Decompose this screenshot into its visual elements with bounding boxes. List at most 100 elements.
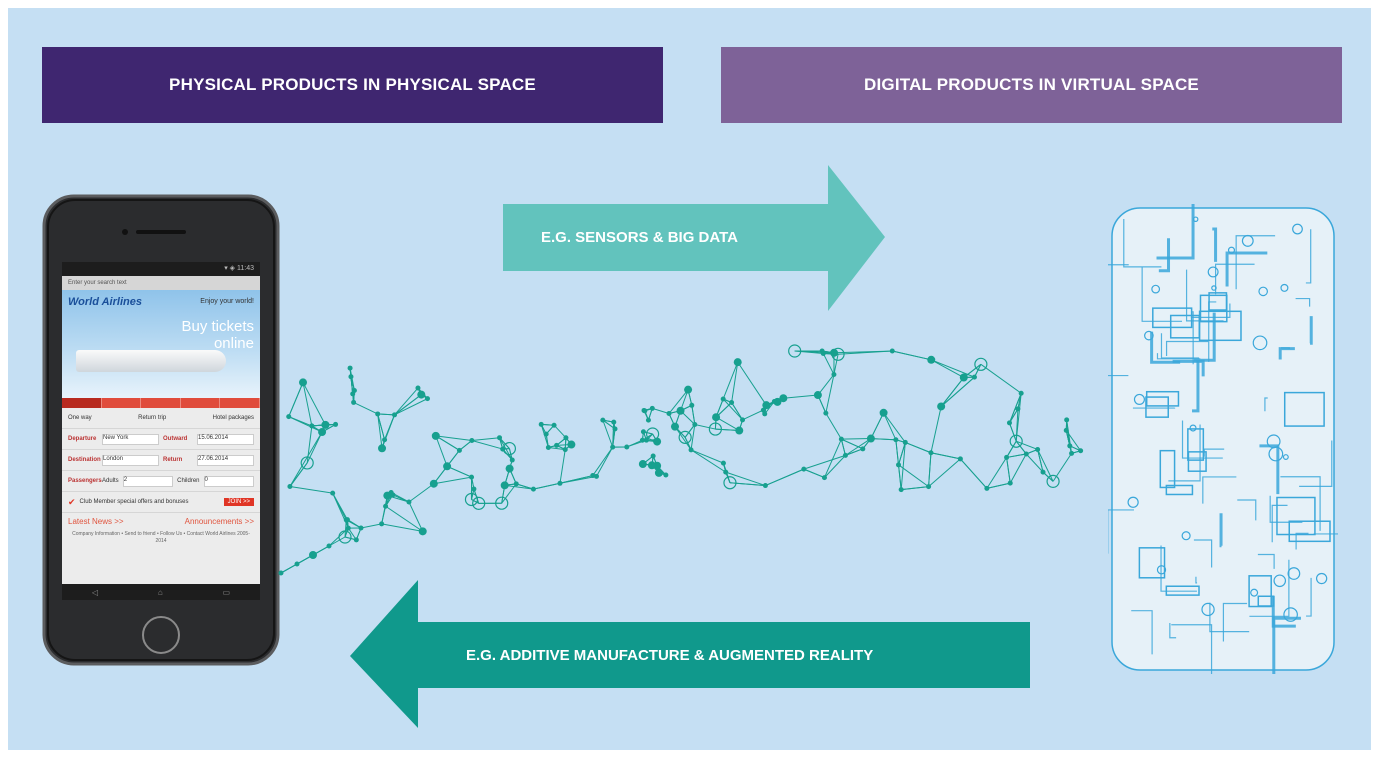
phone-screen: ▾ ◈ 11:43 Enter your search text World A…: [62, 262, 260, 600]
network-edge: [980, 363, 1022, 394]
network-edge: [289, 462, 308, 487]
network-edge: [1025, 453, 1044, 473]
circuit-pad: [1266, 434, 1281, 449]
network-edge: [824, 438, 842, 478]
network-edge: [602, 419, 616, 430]
network-edge: [1015, 440, 1027, 455]
network-node: [392, 412, 398, 418]
circuit-trace: [1249, 559, 1290, 617]
network-node: [624, 444, 630, 450]
circuit-trace: [1299, 440, 1333, 487]
network-node: [382, 437, 388, 443]
network-node: [469, 437, 475, 443]
network-edge: [471, 499, 479, 504]
network-node: [959, 373, 968, 382]
network-node: [497, 435, 503, 441]
network-node: [645, 417, 651, 423]
diagram-canvas: PHYSICAL PRODUCTS IN PHYSICAL SPACE DIGI…: [8, 8, 1371, 750]
network-node: [562, 447, 568, 453]
circuit-pad: [1282, 454, 1289, 461]
network-node: [688, 447, 694, 453]
network-node: [788, 344, 802, 358]
network-node: [424, 396, 430, 402]
circuit-trace: [1264, 397, 1268, 412]
circuit-pad: [1250, 588, 1259, 597]
network-edge: [408, 483, 435, 503]
circuit-trace: [1278, 347, 1295, 360]
network-edge: [960, 458, 988, 489]
network-node: [418, 527, 427, 536]
network-node: [443, 462, 452, 471]
circuit-trace: [1269, 495, 1303, 523]
circuit-pad: [1127, 496, 1139, 508]
network-node: [1004, 454, 1010, 460]
phone-destination-row: Destination London Return 27.06.2014: [62, 450, 260, 471]
circuit-chip: [1138, 547, 1166, 579]
network-edge: [385, 505, 423, 532]
circuit-trace: [1165, 340, 1209, 356]
network-edge: [742, 409, 764, 421]
network-node: [343, 517, 349, 523]
circuit-pad: [1189, 424, 1197, 432]
network-edge: [381, 523, 423, 532]
network-node: [821, 475, 827, 481]
network-node: [330, 490, 336, 496]
network-node: [429, 479, 438, 488]
digital-space-title: DIGITAL PRODUCTS IN VIRTUAL SPACE: [864, 75, 1199, 94]
circuit-pad: [1207, 266, 1219, 278]
network-edge: [1016, 440, 1038, 450]
phone-logo: World Airlines: [68, 296, 142, 308]
network-edge: [288, 382, 304, 417]
network-node: [708, 422, 722, 436]
network-node: [801, 466, 807, 472]
network-node: [1046, 474, 1060, 488]
airplane-icon: [76, 350, 226, 372]
network-edge: [765, 468, 805, 487]
network-node: [309, 551, 317, 559]
network-edge: [328, 536, 346, 547]
network-edge: [602, 419, 614, 448]
network-edge: [898, 464, 902, 490]
network-node: [345, 525, 351, 531]
network-node: [642, 408, 648, 414]
network-node: [838, 436, 844, 442]
circuit-trace: [1108, 264, 1129, 266]
network-node: [712, 413, 721, 422]
network-edge: [684, 424, 696, 438]
return-trip-option: Return trip: [138, 415, 167, 421]
circuit-trace: [1156, 353, 1201, 360]
network-node: [643, 437, 649, 443]
network-node: [610, 444, 616, 450]
network-node: [472, 496, 486, 510]
network-node: [456, 447, 462, 453]
network-edge: [384, 414, 395, 440]
network-edge: [731, 402, 743, 421]
circuit-trace: [1203, 448, 1225, 457]
network-node: [971, 374, 977, 380]
network-node: [612, 426, 618, 432]
network-edge: [690, 449, 724, 464]
circuit-pad: [1280, 283, 1289, 292]
circuit-pad: [1227, 246, 1236, 254]
network-edge: [377, 413, 395, 416]
circuit-chip: [1276, 496, 1316, 536]
network-node: [889, 348, 895, 354]
network-node: [278, 570, 284, 576]
network-node: [406, 499, 412, 505]
circuit-trace: [1171, 624, 1213, 674]
network-edge: [592, 446, 614, 476]
circuit-trace: [1295, 297, 1311, 307]
network-node: [383, 503, 389, 509]
network-node: [666, 411, 672, 417]
circuit-trace: [1169, 622, 1177, 639]
right-arrow-icon: [503, 165, 885, 311]
physical-space-title: PHYSICAL PRODUCTS IN PHYSICAL SPACE: [169, 75, 536, 94]
network-edge: [931, 359, 965, 378]
network-edge: [722, 361, 739, 400]
circuit-board-icon: [1108, 204, 1338, 674]
backward-arrow: E.G. ADDITIVE MANUFACTURE & AUGMENTED RE…: [350, 580, 1035, 730]
phone-tagline: Enjoy your world!: [200, 298, 254, 305]
checkmark-icon: ✔: [68, 496, 76, 507]
adults-label: Adults: [102, 478, 119, 484]
network-node: [823, 410, 829, 416]
